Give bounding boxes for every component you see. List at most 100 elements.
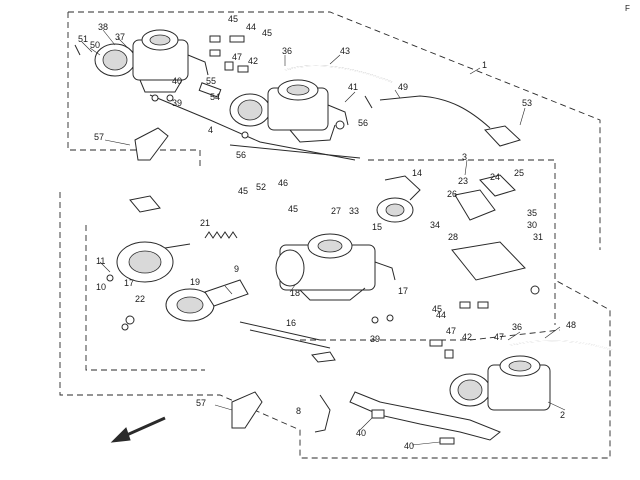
part-label-57: 57 (196, 398, 206, 408)
part-label-40: 40 (356, 428, 366, 438)
part-label-56: 56 (236, 150, 246, 160)
part-label-40: 40 (404, 441, 414, 451)
fuel-hose-43-inner (284, 65, 393, 83)
part-label-17: 17 (124, 278, 134, 288)
part-label-42: 42 (248, 56, 258, 66)
leader-lines (81, 29, 566, 446)
diaphragm-parts-group (376, 174, 516, 223)
part-label-43: 43 (340, 46, 350, 56)
sub-box-right (368, 159, 556, 325)
linkage-rod-16b (249, 329, 331, 349)
part-label-31: 31 (533, 232, 543, 242)
part-label-34: 34 (430, 220, 440, 230)
part-label-26: 26 (447, 189, 457, 199)
part-label-2: 2 (560, 410, 565, 420)
intake-hose-57-lower (231, 391, 263, 429)
part-label-45: 45 (262, 28, 272, 38)
upper-assembly-frame (68, 11, 601, 250)
part-label-40: 40 (172, 76, 182, 86)
part-label-39: 39 (370, 334, 380, 344)
upper-linkage-rod (149, 94, 356, 161)
inner-dashed-box (85, 225, 205, 371)
part-label-14: 14 (412, 168, 422, 178)
part-label-42: 42 (462, 332, 472, 342)
part-label-47: 47 (232, 52, 242, 62)
part-label-44: 44 (246, 22, 256, 32)
fuel-hose-48-inner (509, 340, 613, 351)
part-label-48: 48 (566, 320, 576, 330)
part-label-46: 46 (278, 178, 288, 188)
bracket-rail-40 (349, 391, 501, 441)
part-label-15: 15 (372, 222, 382, 232)
part-label-11: 11 (96, 256, 105, 266)
part-label-47: 47 (446, 326, 456, 336)
part-label-44: 44 (436, 310, 446, 320)
lower-carburetor-right (449, 355, 551, 411)
part-label-19: 19 (190, 277, 200, 287)
part-label-53: 53 (522, 98, 532, 108)
main-assembly-frame (59, 192, 611, 459)
part-label-57: 57 (94, 132, 104, 142)
fuel-hose-43 (284, 65, 393, 83)
part-label-4: 4 (208, 125, 213, 135)
upper-carburetor-left (94, 29, 209, 93)
part-label-45: 45 (288, 204, 298, 214)
front-direction-arrow (110, 416, 166, 443)
piston-19 (165, 279, 249, 322)
linkage-rod-16 (239, 321, 321, 341)
part-label-27: 27 (331, 206, 341, 216)
part-label-56: 56 (358, 118, 368, 128)
lower-dashed-rail (300, 329, 561, 341)
part-label-47: 47 (494, 332, 504, 342)
upper-left-frame (67, 12, 201, 170)
part-label-33: 33 (349, 206, 359, 216)
part-label-36: 36 (282, 46, 292, 56)
part-label-9: 9 (234, 264, 239, 274)
linkage-8 (314, 394, 331, 433)
part-label-55: 55 (206, 76, 216, 86)
cable-49 (379, 95, 491, 129)
corner-mark: F (625, 4, 630, 13)
part-label-36: 36 (512, 322, 522, 332)
part-label-17: 17 (398, 286, 408, 296)
upper-carburetor-right (229, 79, 349, 143)
part-label-25: 25 (514, 168, 524, 178)
part-label-35: 35 (527, 208, 537, 218)
part-label-30: 30 (527, 220, 537, 230)
part-label-3: 3 (462, 152, 467, 162)
part-label-54: 54 (210, 92, 220, 102)
spring-21 (204, 231, 238, 239)
part-label-49: 49 (398, 82, 408, 92)
part-label-16: 16 (286, 318, 296, 328)
part-label-50: 50 (90, 40, 100, 50)
part-label-45: 45 (432, 304, 442, 314)
intake-hose-57-upper (134, 127, 169, 161)
part-label-24: 24 (490, 172, 500, 182)
part-label-23: 23 (458, 176, 468, 186)
part-label-10: 10 (96, 282, 106, 292)
part-label-41: 41 (348, 82, 358, 92)
part-label-39: 39 (172, 98, 182, 108)
part-label-45: 45 (228, 14, 238, 24)
upper-shaft (229, 144, 361, 159)
part-label-1: 1 (482, 60, 487, 70)
part-label-28: 28 (448, 232, 458, 242)
part-label-45: 45 (238, 186, 248, 196)
small-fittings-upper (74, 35, 373, 139)
part-label-8: 8 (296, 406, 301, 416)
part-label-18: 18 (290, 288, 300, 298)
part-label-38: 38 (98, 22, 108, 32)
part-label-52: 52 (256, 182, 266, 192)
part-label-51: 51 (78, 34, 88, 44)
diaphragm-15 (116, 241, 191, 283)
part-label-37: 37 (115, 32, 125, 42)
float-cover-28 (451, 241, 526, 281)
bracket-53 (484, 125, 521, 147)
main-carburetor-center (275, 233, 396, 301)
part-label-22: 22 (135, 294, 145, 304)
part-label-21: 21 (200, 218, 210, 228)
small-fittings-lower (106, 195, 540, 445)
